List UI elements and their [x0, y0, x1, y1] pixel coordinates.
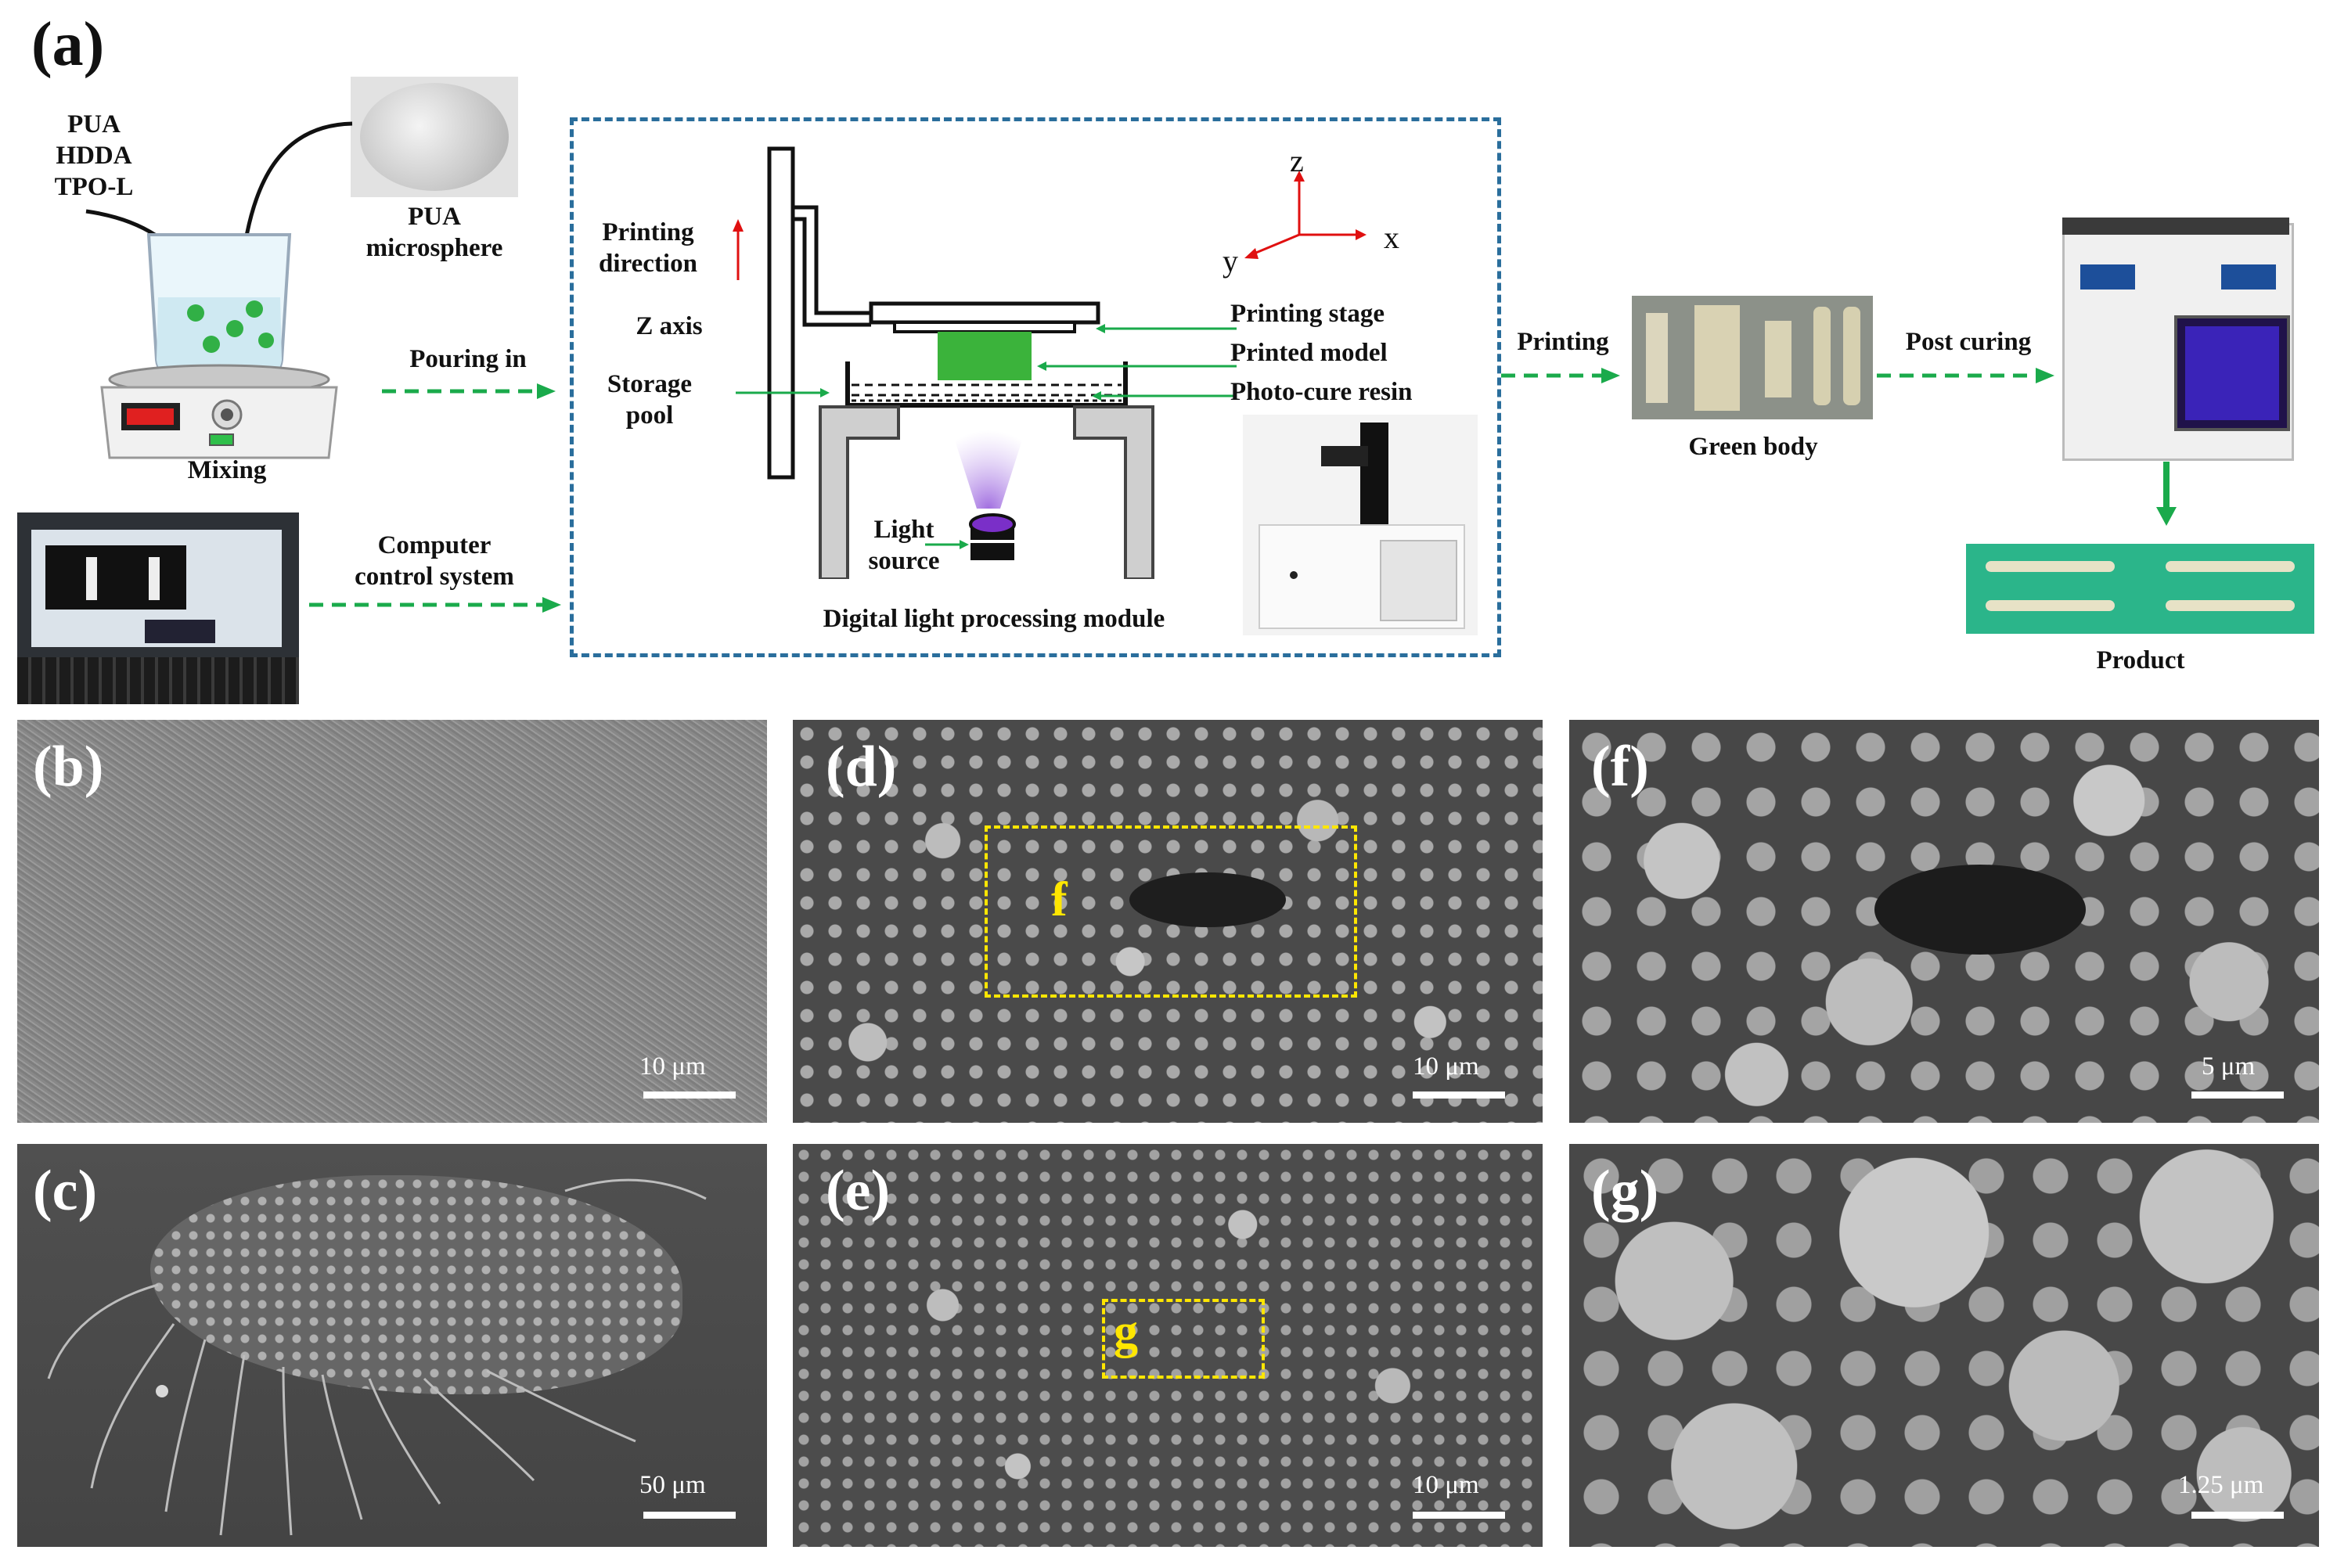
dlp-module-box [570, 117, 1501, 657]
axis-z-label: z [1290, 143, 1304, 178]
sem-panel-e: (e) g 10 μm [793, 1144, 1543, 1547]
panel-d-letter: (d) [826, 735, 897, 799]
product-photo [1966, 544, 2314, 634]
post-curing-arrow [1877, 368, 2054, 383]
printing-direction-label: Printing direction [599, 218, 697, 278]
panel-b-letter: (b) [33, 735, 104, 799]
mixing-stirrer-icon [100, 233, 338, 459]
mixing-label: Mixing [187, 456, 267, 484]
panel-c-scale-text: 50 μm [639, 1471, 706, 1499]
computer-label: Computer control system [355, 531, 514, 591]
coordinate-axes [1244, 171, 1367, 259]
panel-e-scale-text: 10 μm [1413, 1471, 1479, 1499]
photo-cure-label: Photo-cure resin [1230, 378, 1413, 406]
light-source-label: Light source [868, 516, 940, 575]
fracture-region [150, 1175, 682, 1394]
product-arrow [2156, 462, 2177, 526]
ingredient-tpo-l: TPO-L [54, 173, 134, 201]
green-body-label: Green body [1688, 433, 1818, 461]
panel-g-scale-bar [2191, 1512, 2284, 1519]
panel-b-scale-text: 10 μm [639, 1052, 706, 1081]
panel-a-label: (a) [31, 10, 105, 79]
inset-letter-f: f [1051, 873, 1068, 926]
crack-lines [47, 1178, 707, 1536]
printer-photo [1243, 415, 1478, 635]
ingredient-hdda: HDDA [56, 142, 132, 170]
post-curing-label: Post curing [1905, 328, 2032, 356]
panel-d-scale-text: 10 μm [1413, 1052, 1479, 1081]
computer-arrow [309, 597, 561, 613]
module-label: Digital light processing module [823, 605, 1165, 633]
storage-pool-label: Storage pool [607, 370, 693, 430]
panel-d-scale-bar [1413, 1091, 1505, 1099]
printing-stage-label: Printing stage [1230, 300, 1385, 328]
panel-c-letter: (c) [33, 1159, 98, 1223]
printing-arrow-label: Printing [1517, 328, 1609, 356]
panel-f-letter: (f) [1591, 735, 1649, 799]
cavity [1129, 872, 1286, 927]
printing-direction-arrow [733, 219, 744, 280]
sem-panel-d: (d) f 10 μm [793, 720, 1543, 1123]
green-body-photo [1632, 296, 1873, 419]
panel-f-scale-text: 5 μm [2202, 1052, 2256, 1081]
printed-model-label: Printed model [1230, 339, 1388, 367]
panel-e-letter: (e) [826, 1159, 891, 1223]
axis-y-label: y [1223, 243, 1238, 279]
z-axis-label: Z axis [636, 312, 703, 340]
panel-b-scale-bar [643, 1091, 736, 1099]
panel-g-scale-text: 1.25 μm [2178, 1471, 2264, 1499]
ingredient-pua: PUA [67, 110, 121, 138]
pouring-arrow [382, 383, 556, 399]
pua-microsphere-image [351, 77, 518, 197]
panel-g-letter: (g) [1591, 1159, 1659, 1223]
panel-f-scale-bar [2191, 1091, 2284, 1099]
axis-x-label: x [1384, 220, 1399, 255]
curing-oven [2062, 218, 2294, 461]
cavity [1874, 865, 2086, 955]
inset-letter-g: g [1114, 1305, 1138, 1358]
printing-arrow [1501, 368, 1620, 383]
laptop-image [17, 512, 299, 704]
inset-box-g [1102, 1299, 1265, 1379]
inset-box-f [985, 825, 1357, 998]
printer-schematic [767, 146, 1154, 579]
sem-panel-b: (b) 10 μm [17, 720, 767, 1123]
panel-e-scale-bar [1413, 1512, 1505, 1519]
sem-panel-c: (c) 50 μm [17, 1144, 767, 1547]
sem-panel-f: (f) 5 μm [1569, 720, 2319, 1123]
pouring-label: Pouring in [409, 345, 527, 373]
sem-panel-g: (g) 1.25 μm [1569, 1144, 2319, 1547]
panel-c-scale-bar [643, 1512, 736, 1519]
product-label: Product [2096, 646, 2185, 674]
leader-lines [736, 324, 1237, 401]
microsphere-label: PUA microsphere [365, 203, 503, 262]
